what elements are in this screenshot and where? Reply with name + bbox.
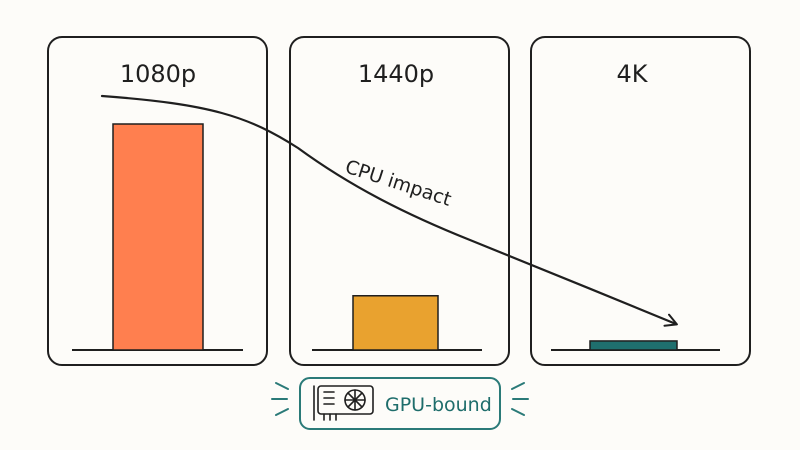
badge-emphasis-left xyxy=(271,382,289,416)
badge-emphasis-right xyxy=(511,382,529,416)
badge-label: GPU-bound xyxy=(385,394,492,416)
cpu-impact-arrow xyxy=(100,94,678,327)
bar-4k xyxy=(589,340,678,351)
panel-1440p-frame xyxy=(289,36,510,366)
panel-4k: 4K xyxy=(530,36,751,366)
panel-1440p: 1440p xyxy=(289,36,510,366)
panel-1080p: 1080p xyxy=(47,36,268,366)
panel-1080p-title: 1080p xyxy=(120,60,196,88)
bar-1080p xyxy=(112,123,204,351)
panel-4k-title: 4K xyxy=(616,60,648,88)
bar-1440p xyxy=(352,295,439,351)
gpu-bound-badge: GPU-bound xyxy=(271,377,529,430)
panel-1440p-title: 1440p xyxy=(358,60,434,88)
gpu-card-icon xyxy=(313,385,374,421)
panel-4k-frame xyxy=(530,36,751,366)
